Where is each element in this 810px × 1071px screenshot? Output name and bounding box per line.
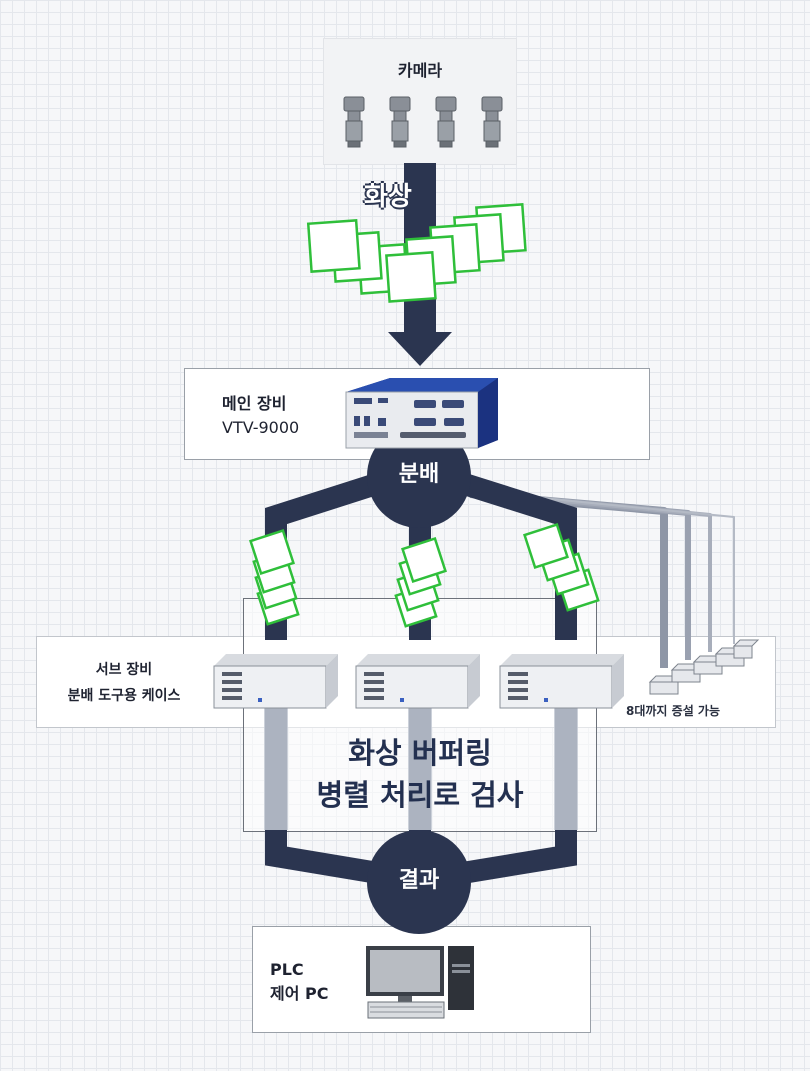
sub-device-icon (355, 654, 480, 709)
result-label: 결과 (398, 868, 440, 893)
plc-line1: PLC (270, 960, 304, 979)
sub-device-line2: 분배 도구용 케이스 (67, 688, 181, 704)
sub-device-icon (213, 654, 338, 709)
branch-card-stacks (249, 523, 600, 628)
main-device-title: 메인 장비 (222, 394, 287, 413)
process-line1: 화상 버퍼링 (348, 736, 492, 770)
process-line2: 병렬 처리로 검사 (316, 778, 524, 812)
sub-device-line1: 서브 장비 (95, 662, 153, 678)
main-device-icon (345, 378, 498, 449)
pc-icon (366, 946, 474, 1019)
camera-panel: 카메라 (323, 38, 517, 165)
process-columns (264, 706, 578, 830)
expansion-lines (469, 490, 735, 668)
sub-device-icon-group (213, 654, 624, 709)
camera-icon (343, 96, 503, 148)
main-device-model: VTV-9000 (222, 418, 300, 437)
distribute-label: 분배 (398, 462, 440, 487)
distribute-circle (367, 424, 471, 528)
image-cards (306, 203, 527, 303)
image-flow-label: 화상 (364, 182, 412, 212)
sub-device-icon (499, 654, 624, 709)
camera-icon-group (338, 95, 508, 151)
process-title: 화상 버퍼링 병렬 처리로 검사 (244, 732, 596, 816)
expansion-label: 8대까지 증설 가능 (626, 704, 720, 718)
camera-label: 카메라 (397, 61, 443, 80)
expansion-device-icon-group (648, 639, 760, 695)
plc-line2: 제어 PC (270, 984, 329, 1003)
result-circle (367, 830, 471, 934)
